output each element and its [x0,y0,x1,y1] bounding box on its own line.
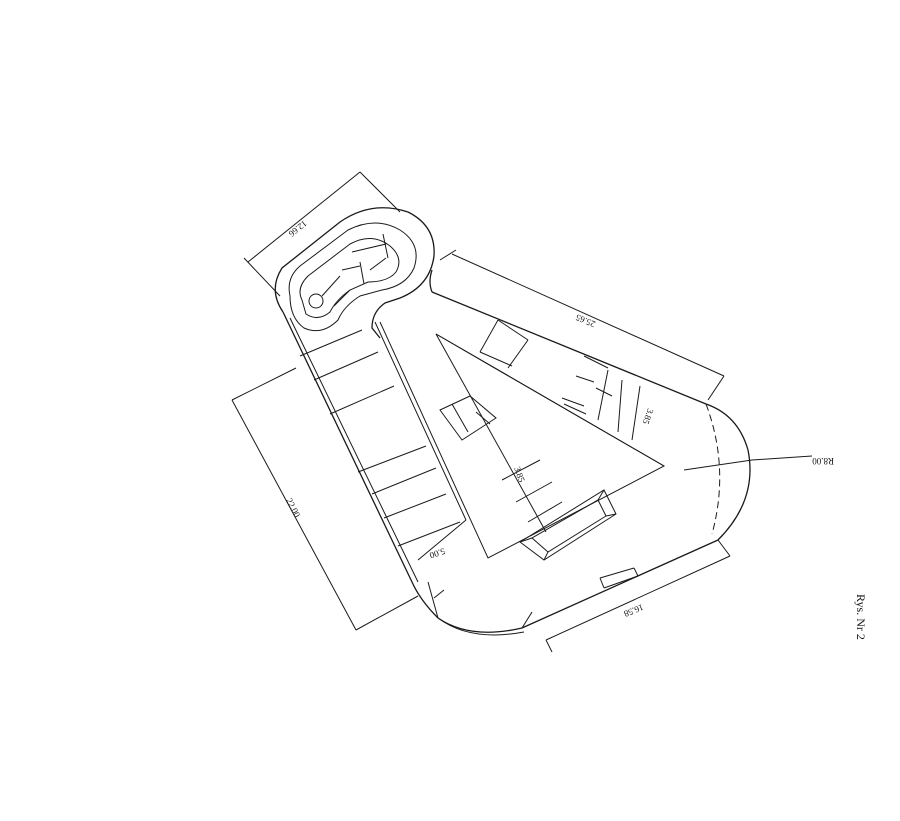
radius-arc [683,403,813,535]
left-strip [299,321,467,561]
dim-left-side: 22.00 [284,496,302,519]
pool-outline [274,207,435,339]
dim-inner-c: 3.85 [641,407,656,426]
dim-bottom-right: 16.58 [622,602,645,619]
right-strip [479,319,641,589]
drawing-caption: Rys. Nr 2 [852,594,868,654]
central-wedge [379,321,666,559]
dim-top-side: 25.65 [574,312,597,329]
dim-inner-a: 5.00 [428,546,447,561]
stair-structure [519,489,617,561]
dim-radius: R8.00 [812,456,834,466]
dimension-labels: 12.66 25.65 22.00 16.58 R8.00 5.00 3.85 … [284,218,834,619]
outer-outline [282,269,751,636]
caption-text: Rys. Nr 2 [854,594,868,640]
dimension-lines [231,171,731,653]
